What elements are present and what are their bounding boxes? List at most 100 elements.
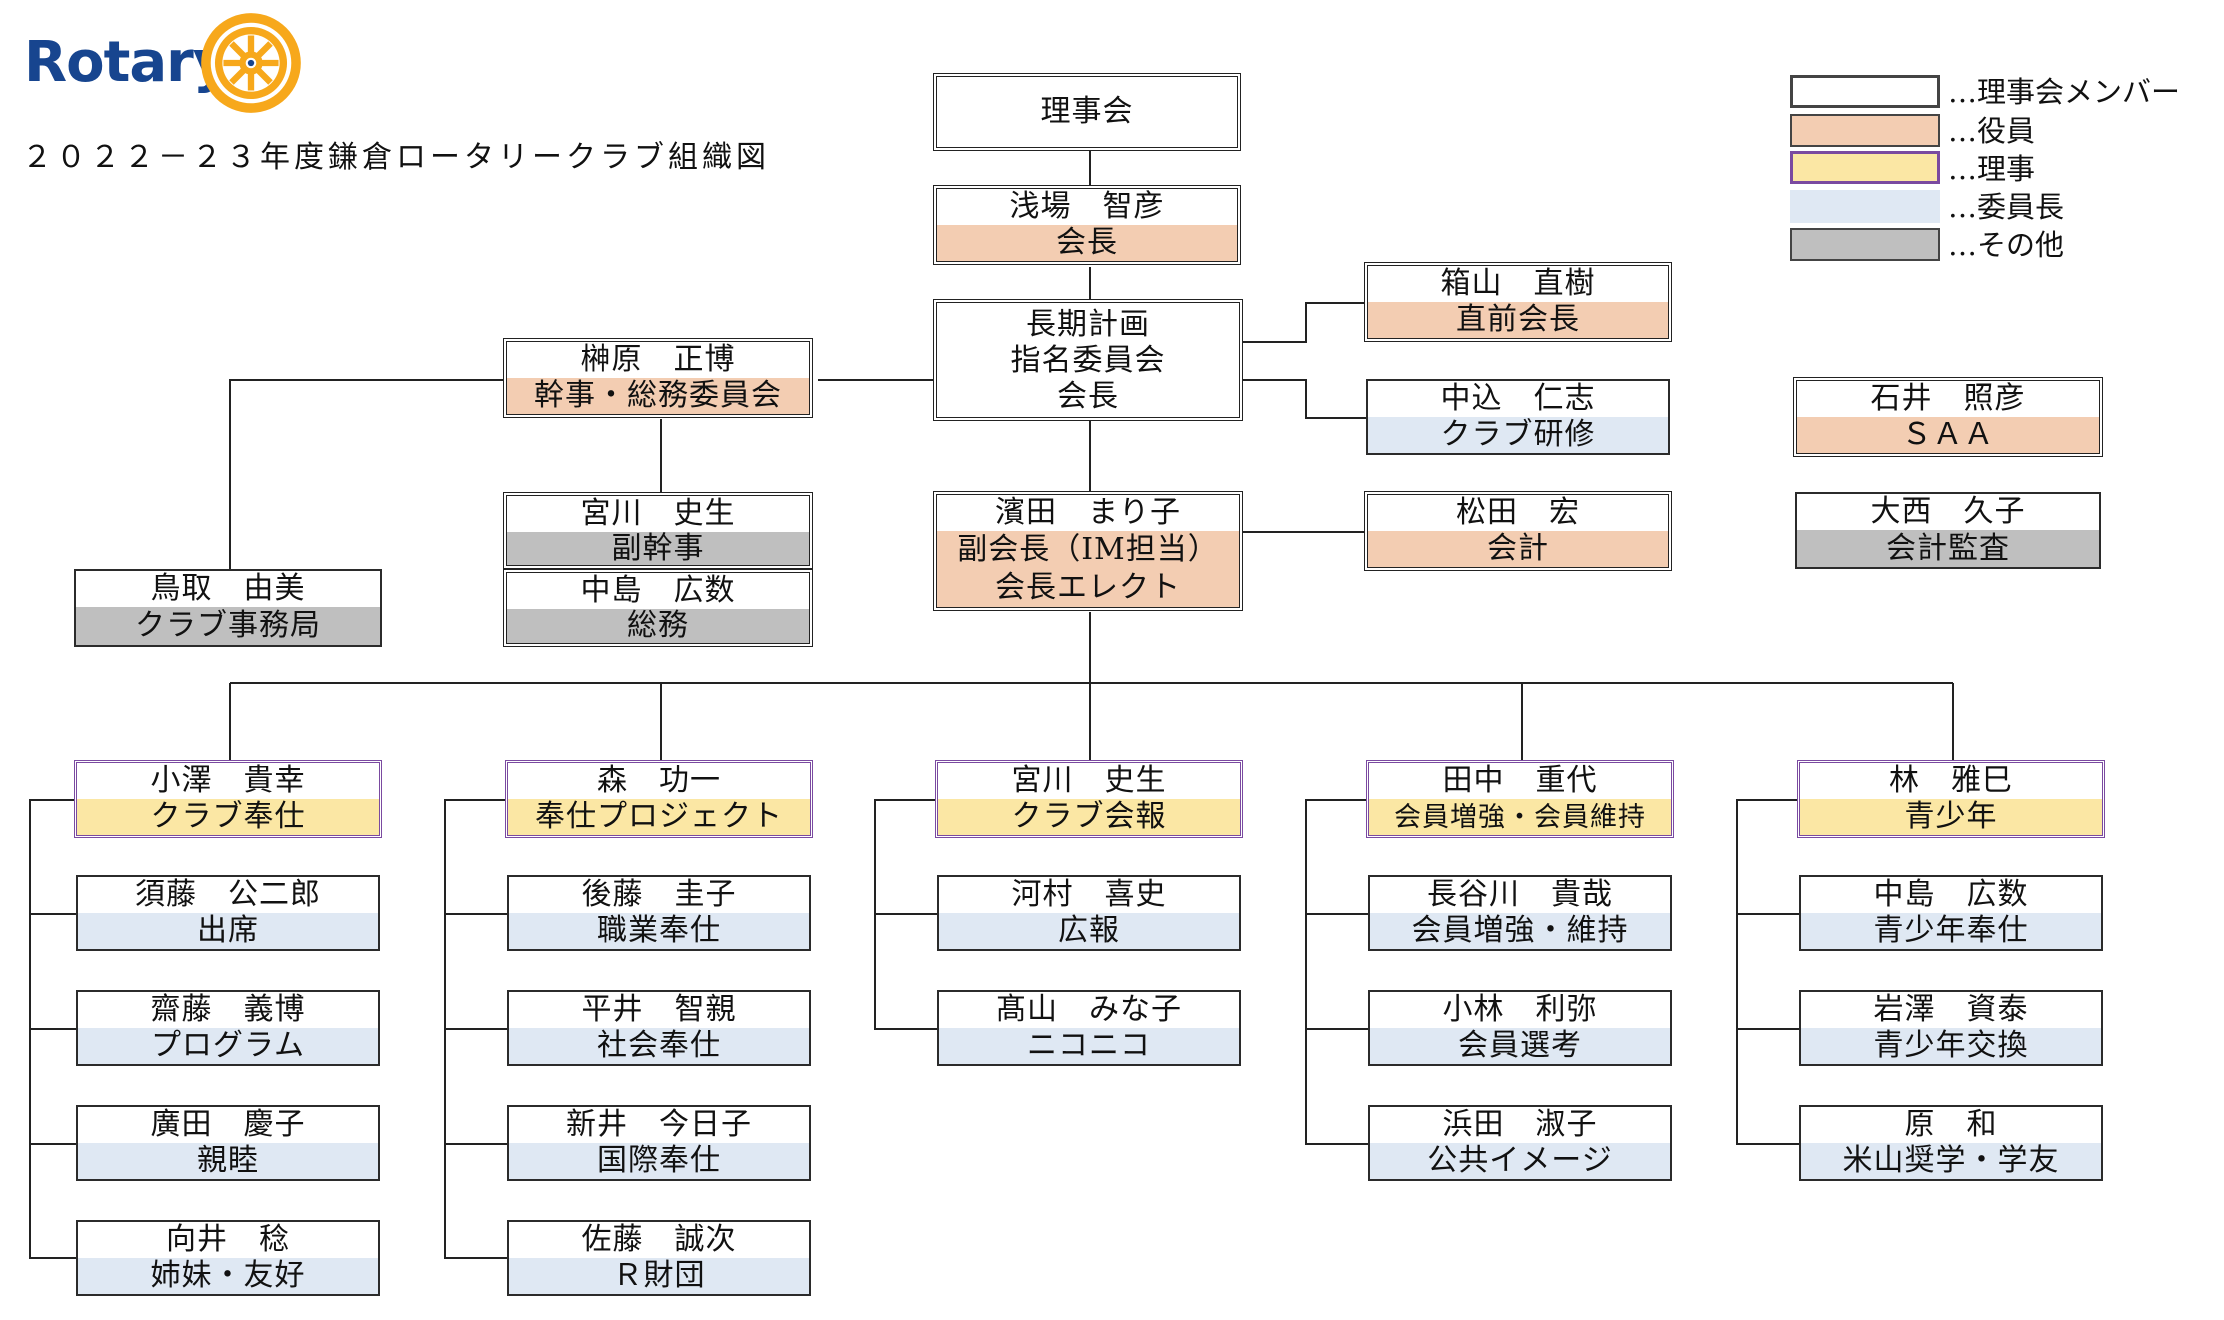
committee-chair-name: 長谷川 貴哉 [1427,877,1613,912]
committee-role: 社会奉仕 [509,1028,809,1064]
legend-label-director: …理事 [1948,152,2036,186]
committee-role: 親睦 [78,1143,378,1179]
rotary-logo-text: Rotary [24,30,229,95]
committee-box: 後藤 圭子 職業奉仕 [507,875,811,951]
vice-president-role2: 会長エレクト [937,569,1239,607]
secretary-name: 榊原 正博 [580,342,736,377]
club-training-role: クラブ研修 [1368,417,1668,453]
committee-chair-name: 佐藤 誠次 [581,1222,737,1257]
committee-role: 会員増強・維持 [1370,913,1670,949]
past-president-name: 箱山 直樹 [1440,266,1596,301]
president-role: 会長 [937,225,1237,261]
division-head-name: 森 功一 [597,763,721,798]
general-affairs-name: 中島 広数 [580,573,736,608]
committee-chair-name: 中島 広数 [1873,877,2029,912]
committee-role: 青少年交換 [1801,1028,2101,1064]
legend-swatch-other [1790,228,1940,261]
past-president-box: 箱山 直樹 直前会長 [1364,262,1672,342]
president-box: 浅場 智彦 会長 [933,185,1241,265]
treasurer-box: 松田 宏 会計 [1364,491,1672,571]
club-office-name: 鳥取 由美 [150,571,306,606]
secretary-role: 幹事・総務委員会 [507,378,809,414]
division-head-role: 会員増強・会員維持 [1369,799,1671,835]
legend-label-officer: …役員 [1948,114,2036,148]
committee-box: 中島 広数 青少年奉仕 [1799,875,2103,951]
legend-label-other: …その他 [1948,228,2065,262]
secretary-box: 榊原 正博 幹事・総務委員会 [503,338,813,418]
committee-role: ニコニコ [939,1028,1239,1064]
legend-swatch-officer [1790,114,1940,147]
committee-chair-name: 髙山 みな子 [996,992,1182,1027]
legend-label-chair: …委員長 [1948,190,2065,224]
division-head-box: 林 雅巳 青少年 [1797,760,2105,838]
legend-swatch-board [1790,75,1940,108]
committee-chair-name: 浜田 淑子 [1442,1107,1598,1142]
vice-president-name: 濱田 まり子 [995,495,1181,530]
vice-president-role: 副会長（IM担当） [937,531,1239,569]
committee-role: 米山奨学・学友 [1801,1143,2101,1179]
division-head-box: 森 功一 奉仕プロジェクト [505,760,813,838]
committee-role: 青少年奉仕 [1801,913,2101,949]
long-term-line2: 指名委員会 [1010,343,1166,378]
vice-secretary-role: 副幹事 [507,532,809,565]
long-term-line1: 長期計画 [1026,307,1150,342]
division-head-role: クラブ奉仕 [77,799,379,835]
long-term-planning-box: 長期計画 指名委員会 会長 [933,299,1243,421]
board-label: 理事会 [1040,94,1134,129]
board-box: 理事会 [933,73,1241,151]
auditor-box: 大西 久子 会計監査 [1795,492,2101,569]
committee-box: 髙山 みな子 ニコニコ [937,990,1241,1066]
division-head-box: 小澤 貴幸 クラブ奉仕 [74,760,382,838]
club-office-box: 鳥取 由美 クラブ事務局 [74,569,382,647]
committee-chair-name: 新井 今日子 [566,1107,752,1142]
saa-box: 石井 照彦 ＳＡＡ [1793,377,2103,457]
long-term-line3: 会長 [1057,379,1119,414]
legend-swatch-chair [1790,190,1940,223]
treasurer-name: 松田 宏 [1456,495,1580,530]
committee-box: 佐藤 誠次 Ｒ財団 [507,1220,811,1296]
treasurer-role: 会計 [1368,531,1668,567]
committee-role: 会員選考 [1370,1028,1670,1064]
committee-box: 河村 喜史 広報 [937,875,1241,951]
committee-chair-name: 河村 喜史 [1011,877,1167,912]
division-head-role: 奉仕プロジェクト [508,799,810,835]
committee-role: 国際奉仕 [509,1143,809,1179]
committee-chair-name: 廣田 慶子 [150,1107,306,1142]
vice-secretary-box: 宮川 史生 副幹事 [503,492,813,569]
committee-chair-name: 岩澤 資泰 [1873,992,2029,1027]
committee-chair-name: 小林 利弥 [1442,992,1598,1027]
rotary-wheel-icon [201,13,301,113]
division-head-name: 林 雅巳 [1889,763,2013,798]
legend-label-board: …理事会メンバー [1948,75,2181,109]
division-head-name: 小澤 貴幸 [150,763,306,798]
committee-role: 広報 [939,913,1239,949]
vice-president-box: 濱田 まり子 副会長（IM担当） 会長エレクト [933,491,1243,611]
committee-chair-name: 後藤 圭子 [581,877,737,912]
legend-swatch-director [1790,151,1940,184]
division-head-role: クラブ会報 [938,799,1240,835]
committee-role: 姉妹・友好 [78,1258,378,1294]
division-head-box: 宮川 史生 クラブ会報 [935,760,1243,838]
committee-role: Ｒ財団 [509,1258,809,1294]
president-name: 浅場 智彦 [1009,189,1165,224]
committee-box: 原 和 米山奨学・学友 [1799,1105,2103,1181]
past-president-role: 直前会長 [1368,302,1668,338]
committee-chair-name: 平井 智親 [581,992,737,1027]
committee-chair-name: 齋藤 義博 [150,992,306,1027]
saa-name: 石井 照彦 [1870,381,2026,416]
committee-box: 齋藤 義博 プログラム [76,990,380,1066]
committee-box: 長谷川 貴哉 会員増強・維持 [1368,875,1672,951]
committee-chair-name: 向井 稔 [166,1222,290,1257]
auditor-role: 会計監査 [1797,530,2099,567]
club-training-box: 中込 仁志 クラブ研修 [1366,379,1670,455]
general-affairs-role: 総務 [507,609,809,643]
committee-box: 小林 利弥 会員選考 [1368,990,1672,1066]
committee-role: プログラム [78,1028,378,1064]
division-head-role: 青少年 [1800,799,2102,835]
committee-role: 出席 [78,913,378,949]
chart-title: ２０２２－２３年度鎌倉ロータリークラブ組織図 [22,140,770,175]
committee-box: 須藤 公二郎 出席 [76,875,380,951]
auditor-name: 大西 久子 [1870,494,2026,529]
division-head-name: 田中 重代 [1442,763,1598,798]
